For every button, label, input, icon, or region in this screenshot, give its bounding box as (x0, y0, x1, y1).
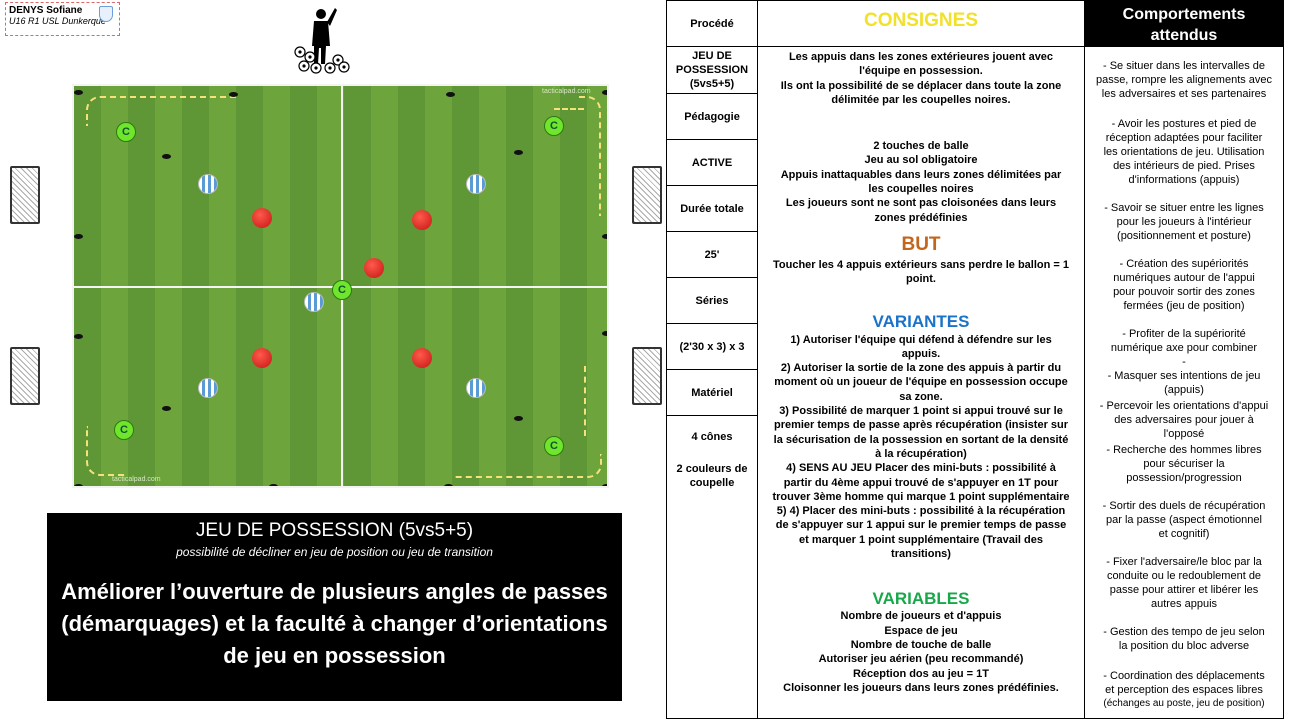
pedagogie-label: Pédagogie (667, 94, 757, 140)
team-striped-player (198, 378, 218, 398)
author-box: DENYS Sofiane U16 R1 USL Dunkerque (5, 2, 120, 36)
team-red-player (252, 348, 272, 368)
duree-value: 25' (667, 232, 757, 278)
cone (162, 154, 171, 159)
movement-arrow (86, 426, 126, 476)
author-club: U16 R1 USL Dunkerque (9, 16, 106, 26)
comportements-column: Comportements attendus - Se situer dans … (1084, 0, 1284, 719)
cone (269, 484, 278, 486)
team-striped-player (466, 378, 486, 398)
cone (602, 484, 607, 486)
cone (514, 150, 523, 155)
banner-title: JEU DE POSSESSION (5vs5+5) (195, 520, 474, 541)
cone (602, 331, 607, 336)
movement-arrow (579, 96, 601, 216)
consignes-intro: Les appuis dans les zones extérieures jo… (780, 51, 1062, 106)
cone (74, 334, 83, 339)
objective-line: de jeu en possession (223, 643, 446, 668)
behavior-item: - Sortir des duels de récupération par l… (1102, 500, 1266, 540)
movement-arrow (454, 454, 602, 478)
behavior-item: - Percevoir les orientations d'appui des… (1099, 400, 1269, 440)
variables-text: Nombre de joueurs et d'appuis Espace de … (783, 610, 1059, 694)
movement-arrow (86, 96, 236, 126)
coach-with-balls-icon (294, 8, 350, 74)
behavior-item: - Avoir les postures et pied de réceptio… (1103, 118, 1265, 186)
mini-goal-left-top (10, 166, 40, 224)
cone (74, 484, 83, 486)
procede-column: Procédé JEU DE POSSESSION (5vs5+5) Pédag… (666, 0, 758, 719)
team-striped-player (198, 174, 218, 194)
mini-goal-right-bottom (632, 347, 662, 405)
consignes-header: CONSIGNES (758, 1, 1084, 47)
but-text: Toucher les 4 appuis extérieurs sans per… (773, 258, 1069, 286)
procede-header: Procédé (667, 1, 757, 47)
behavior-item: - Fixer l'adversaire/le bloc par la cond… (1106, 556, 1262, 610)
procede-name: JEU DE POSSESSION (5vs5+5) (667, 47, 757, 94)
pedagogie-value: ACTIVE (667, 140, 757, 186)
watermark-bottom: tacticalpad.com (112, 476, 161, 483)
consignes-column: CONSIGNES Les appuis dans les zones exté… (757, 0, 1085, 719)
author-name: DENYS Sofiane (9, 5, 83, 16)
series-value: (2'30 x 3) x 3 (667, 324, 757, 370)
movement-arrow (554, 108, 584, 110)
support-player-c: C (116, 122, 136, 142)
cone (229, 92, 238, 97)
team-red-player (364, 258, 384, 278)
objective-line: Améliorer l’ouverture de plusieurs angle… (61, 579, 608, 604)
consignes-rules: 2 touches de balle Jeu au sol obligatoir… (780, 140, 1062, 224)
movement-arrow (584, 366, 586, 436)
team-red-player (412, 210, 432, 230)
watermark-top: tacticalpad.com (542, 88, 591, 95)
behavior-item: - Coordination des déplacements et perce… (1103, 670, 1265, 709)
behavior-item: - Masquer ses intentions de jeu (appuis) (1107, 370, 1261, 396)
duree-label: Durée totale (667, 186, 757, 232)
behavior-item: - Gestion des tempo de jeu selon la posi… (1103, 626, 1265, 652)
pitch-diagram: C C C C C tacticalpad.com tacticalpad.co… (72, 84, 609, 488)
cone (74, 90, 83, 95)
mini-goal-right-top (632, 166, 662, 224)
cone (602, 90, 607, 95)
consignes-title: CONSIGNES (863, 10, 979, 31)
cone (162, 406, 171, 411)
cone (602, 234, 607, 239)
club-logo-icon (99, 6, 113, 22)
team-red-player (252, 208, 272, 228)
support-player-c: C (114, 420, 134, 440)
cone (74, 234, 83, 239)
cone (444, 484, 453, 486)
behavior-item: - Recherche des hommes libres pour sécur… (1106, 444, 1262, 484)
behavior-item: - Savoir se situer entre les lignes pour… (1104, 202, 1264, 242)
variantes-text: 1) Autoriser l'équipe qui défend à défen… (772, 333, 1070, 561)
cone (514, 416, 523, 421)
mini-goal-left-bottom (10, 347, 40, 405)
team-red-player (412, 348, 432, 368)
but-title: BUT (901, 233, 941, 255)
support-player-c: C (544, 116, 564, 136)
behavior-item: - Se situer dans les intervalles de pass… (1095, 60, 1273, 100)
support-player-c: C (332, 280, 352, 300)
team-striped-player (304, 292, 324, 312)
variantes-title: VARIANTES (872, 311, 970, 331)
series-label: Séries (667, 278, 757, 324)
behavior-item: - Création des supériorités numériques a… (1113, 258, 1255, 312)
comportements-header: Comportements attendus (1085, 1, 1283, 47)
cone (446, 92, 455, 97)
banner-objective: Améliorer l’ouverture de plusieurs angle… (47, 576, 622, 672)
objective-line: (démarquages) et la faculté à changer d’… (61, 611, 608, 636)
support-player-c: C (544, 436, 564, 456)
materiel-items: 4 cônes 2 couleurs de coupelle (676, 431, 748, 489)
objective-banner: JEU DE POSSESSION (5vs5+5) possibilité d… (47, 513, 622, 701)
behavior-item: - Profiter de la supériorité numérique a… (1110, 328, 1258, 368)
team-striped-player (466, 174, 486, 194)
variables-title: VARIABLES (872, 589, 970, 609)
materiel-label: Matériel (667, 370, 757, 416)
banner-subtitle: possibilité de décliner en jeu de positi… (176, 545, 493, 559)
